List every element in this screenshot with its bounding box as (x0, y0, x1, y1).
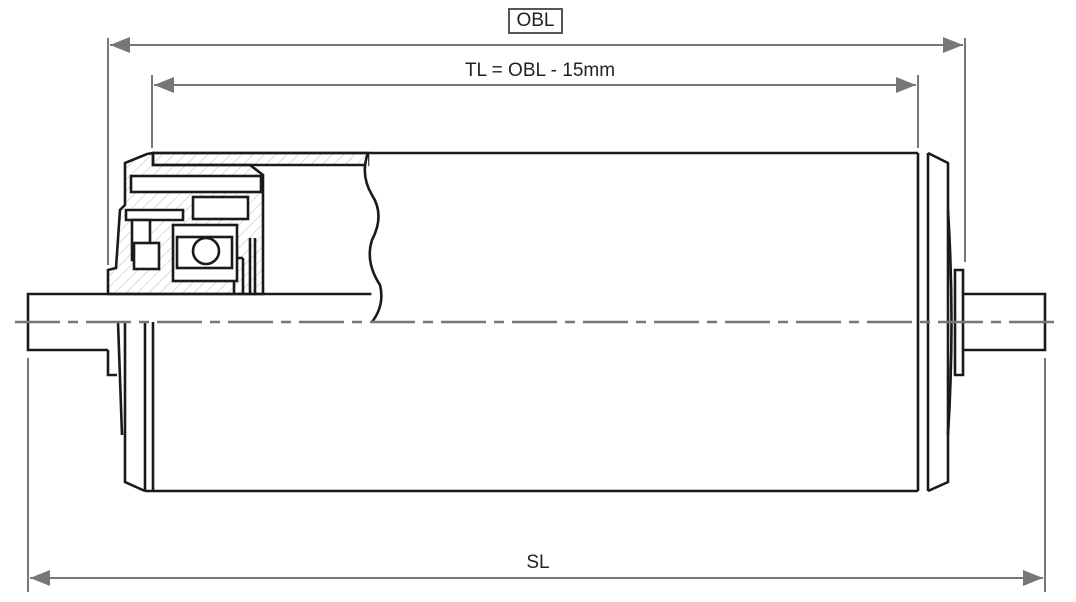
tl-label: TL = OBL - 15mm (464, 60, 616, 81)
obl-label: OBL (508, 8, 563, 34)
bearing-ball (191, 236, 221, 266)
roller-outline (26, 151, 1047, 493)
sl-label: SL (526, 552, 550, 573)
break-line (363, 152, 383, 323)
dimension-lines (27, 37, 1046, 592)
